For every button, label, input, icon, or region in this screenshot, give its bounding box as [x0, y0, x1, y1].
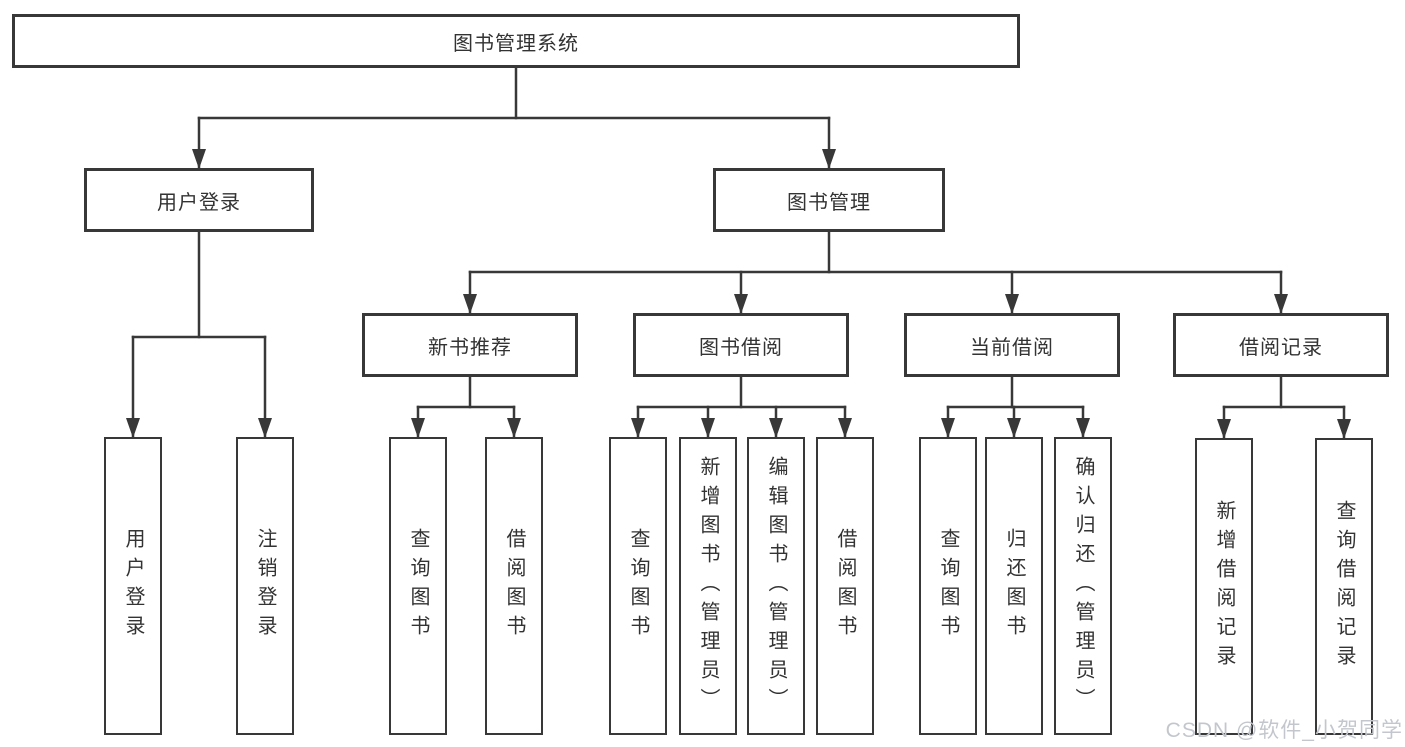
leaf-add-borrow-record-label: 新增借阅记录 — [1213, 499, 1235, 674]
leaf-borrow-books: 借阅图书 — [816, 437, 874, 735]
leaf-confirm-return-admin: 确认归还（管理员） — [1054, 437, 1112, 735]
wire-book-borrow-branch — [631, 375, 852, 439]
leaf-add-borrow-record: 新增借阅记录 — [1195, 438, 1253, 735]
leaf-borrow-query-books-label: 查询图书 — [627, 528, 649, 644]
node-new-book-recommend-label: 新书推荐 — [428, 336, 512, 359]
wire-book-management-branch — [463, 230, 1288, 315]
leaf-logout: 注销登录 — [236, 437, 294, 735]
node-book-borrow: 图书借阅 — [633, 313, 849, 377]
node-book-management: 图书管理 — [713, 168, 945, 232]
leaf-query-borrow-record-label: 查询借阅记录 — [1333, 499, 1355, 674]
node-user-login: 用户登录 — [84, 168, 314, 232]
leaf-edit-books-admin: 编辑图书（管理员） — [747, 437, 805, 735]
leaf-logout-label: 注销登录 — [254, 528, 276, 644]
leaf-add-books-admin-label: 新增图书（管理员） — [697, 455, 719, 717]
leaf-return-books-label: 归还图书 — [1003, 528, 1025, 644]
node-book-borrow-label: 图书借阅 — [699, 336, 783, 359]
node-book-management-label: 图书管理 — [787, 191, 871, 214]
leaf-user-login: 用户登录 — [104, 437, 162, 735]
node-new-book-recommend: 新书推荐 — [362, 313, 578, 377]
leaf-current-query-books-label: 查询图书 — [937, 528, 959, 644]
csdn-watermark: CSDN @软件_小贺同学 — [1165, 719, 1403, 742]
leaf-recommend-borrow-books-label: 借阅图书 — [503, 528, 525, 644]
node-borrow-records-label: 借阅记录 — [1239, 336, 1323, 359]
leaf-recommend-query-books: 查询图书 — [389, 437, 447, 735]
node-borrow-records: 借阅记录 — [1173, 313, 1389, 377]
leaf-borrow-books-label: 借阅图书 — [834, 528, 856, 644]
leaf-return-books: 归还图书 — [985, 437, 1043, 735]
leaf-edit-books-admin-label: 编辑图书（管理员） — [765, 455, 787, 717]
node-user-login-label: 用户登录 — [157, 191, 241, 214]
node-root-system: 图书管理系统 — [12, 14, 1020, 68]
wire-current-borrow-branch — [941, 375, 1090, 439]
leaf-user-login-label: 用户登录 — [122, 528, 144, 644]
wire-borrow-records-branch — [1217, 375, 1351, 440]
leaf-recommend-borrow-books: 借阅图书 — [485, 437, 543, 735]
leaf-confirm-return-admin-label: 确认归还（管理员） — [1072, 455, 1094, 717]
node-root-system-label: 图书管理系统 — [453, 32, 579, 55]
wire-user-login-branch — [126, 230, 272, 439]
node-current-borrow-label: 当前借阅 — [970, 336, 1054, 359]
wire-root-to-level2 — [192, 66, 836, 170]
leaf-query-borrow-record: 查询借阅记录 — [1315, 438, 1373, 735]
leaf-add-books-admin: 新增图书（管理员） — [679, 437, 737, 735]
leaf-recommend-query-books-label: 查询图书 — [407, 528, 429, 644]
wire-new-book-branch — [411, 375, 521, 439]
leaf-borrow-query-books: 查询图书 — [609, 437, 667, 735]
node-current-borrow: 当前借阅 — [904, 313, 1120, 377]
leaf-current-query-books: 查询图书 — [919, 437, 977, 735]
